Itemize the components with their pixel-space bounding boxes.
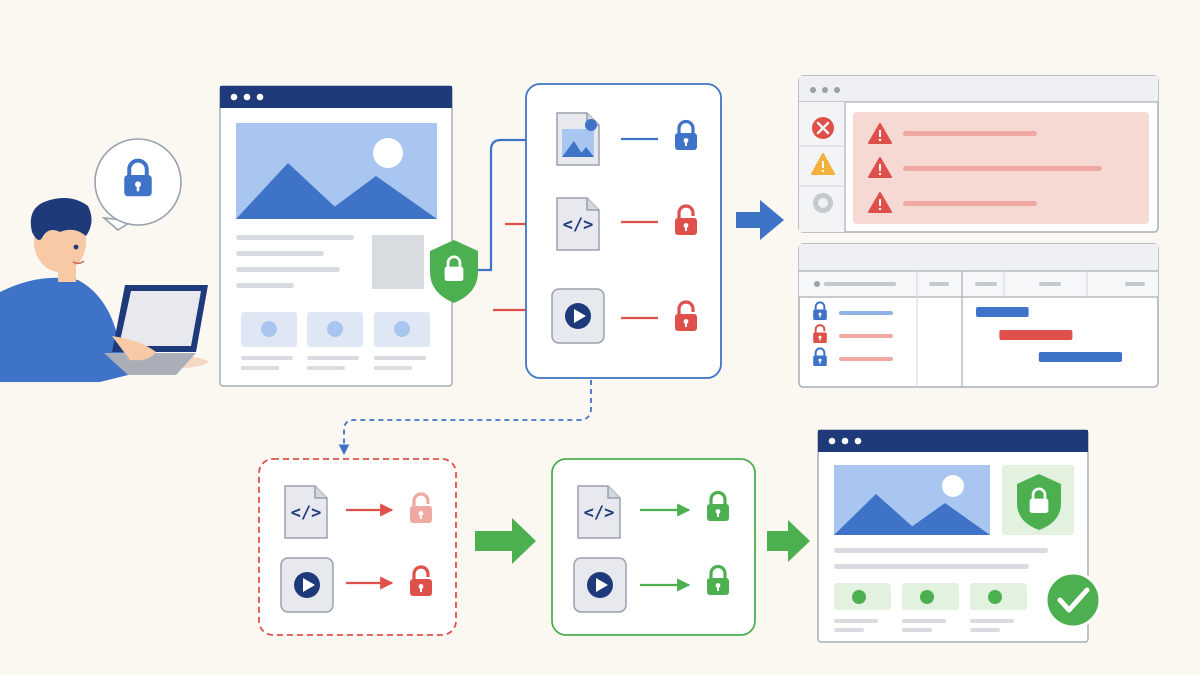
card-dot bbox=[988, 590, 1002, 604]
webpage-titlebar bbox=[220, 86, 452, 108]
secure-request-arrow bbox=[478, 133, 542, 272]
window-dot-icon bbox=[256, 93, 264, 101]
shield-lock-icon bbox=[430, 240, 478, 303]
waterfall-bar bbox=[976, 307, 1029, 317]
sun-icon bbox=[942, 475, 964, 497]
check-circle-icon bbox=[1044, 571, 1102, 629]
window-dot-icon bbox=[810, 87, 816, 93]
person-eye bbox=[73, 244, 79, 250]
sun-icon bbox=[373, 138, 403, 168]
code-file-icon: </> bbox=[556, 197, 600, 251]
person-hair bbox=[30, 198, 92, 240]
card-dot bbox=[394, 321, 410, 337]
text-line bbox=[374, 356, 426, 360]
mountain-icon bbox=[318, 176, 437, 219]
code-file-icon: </> bbox=[284, 485, 328, 539]
card-dot bbox=[327, 321, 343, 337]
result-arrow bbox=[767, 520, 810, 562]
waterfall-bar bbox=[999, 330, 1073, 340]
column-header bbox=[1039, 282, 1061, 286]
request-name-line bbox=[839, 311, 893, 315]
request-name-line bbox=[839, 357, 893, 361]
window-dot-icon bbox=[243, 93, 251, 101]
text-line bbox=[902, 628, 932, 632]
text-line bbox=[307, 366, 345, 370]
laptop-base bbox=[104, 353, 196, 375]
window-dot-icon bbox=[828, 437, 836, 445]
shield-lock-icon bbox=[1017, 474, 1061, 530]
warning-triangle-icon bbox=[811, 153, 835, 175]
to-console-arrow bbox=[736, 200, 784, 240]
window-dot-icon bbox=[230, 93, 238, 101]
text-line bbox=[374, 366, 412, 370]
code-file-icon: </> bbox=[577, 485, 621, 539]
window-dot-icon bbox=[854, 437, 862, 445]
network-window bbox=[798, 243, 1159, 388]
text-line bbox=[236, 283, 294, 288]
text-line bbox=[241, 366, 279, 370]
insecure-resources-box: </> bbox=[258, 458, 457, 636]
card-dot bbox=[261, 321, 277, 337]
info-circle-icon bbox=[813, 193, 833, 213]
console-window bbox=[798, 75, 1159, 233]
warning-triangle-icon bbox=[868, 192, 892, 213]
lock-speech-bubble-icon bbox=[94, 138, 182, 231]
secure-resources-box: </> bbox=[551, 458, 756, 636]
error-circle-icon bbox=[812, 117, 834, 139]
text-line bbox=[236, 235, 354, 240]
text-line bbox=[236, 267, 340, 272]
code-glyph: </> bbox=[563, 215, 594, 235]
window-dot-icon bbox=[841, 437, 849, 445]
code-glyph: </> bbox=[584, 503, 615, 523]
column-dot bbox=[814, 281, 820, 287]
waterfall-bar bbox=[1038, 352, 1122, 362]
text-line bbox=[834, 548, 1048, 553]
mountain-icon bbox=[236, 163, 348, 219]
text-line bbox=[834, 619, 878, 623]
text-line bbox=[902, 619, 946, 623]
video-play-icon bbox=[280, 557, 334, 613]
error-line bbox=[903, 201, 1037, 206]
mountain-icon bbox=[834, 494, 922, 535]
warning-triangle-icon bbox=[868, 123, 892, 144]
text-line bbox=[241, 356, 293, 360]
resources-panel: </> bbox=[525, 83, 722, 379]
video-play-icon bbox=[573, 557, 627, 613]
window-dot-icon bbox=[834, 87, 840, 93]
text-line bbox=[970, 628, 1000, 632]
image-placeholder bbox=[372, 235, 424, 289]
laptop-display bbox=[119, 291, 201, 346]
image-file-icon bbox=[556, 112, 600, 166]
text-line bbox=[970, 619, 1014, 623]
person-hand bbox=[112, 336, 156, 361]
warning-triangle-icon bbox=[868, 157, 892, 178]
person-at-laptop-icon bbox=[0, 198, 208, 382]
text-line bbox=[236, 251, 324, 256]
error-line bbox=[903, 131, 1037, 136]
card-dot bbox=[920, 590, 934, 604]
webpage-window bbox=[219, 85, 453, 387]
request-name-line bbox=[839, 334, 893, 338]
person-smile bbox=[72, 260, 85, 265]
secure-webpage-window bbox=[817, 429, 1089, 643]
column-header bbox=[929, 282, 949, 286]
card-dot bbox=[852, 590, 866, 604]
dashed-flow-arrow bbox=[338, 380, 592, 456]
mountain-icon bbox=[900, 503, 990, 535]
text-line bbox=[834, 628, 864, 632]
video-play-icon bbox=[551, 288, 605, 344]
column-header bbox=[975, 282, 997, 286]
column-header bbox=[1125, 282, 1145, 286]
text-line bbox=[834, 564, 1029, 569]
text-line bbox=[307, 356, 359, 360]
fix-arrow bbox=[475, 518, 536, 564]
window-dot-icon bbox=[822, 87, 828, 93]
code-glyph: </> bbox=[291, 503, 322, 523]
error-line bbox=[903, 166, 1102, 171]
column-header bbox=[824, 282, 896, 286]
